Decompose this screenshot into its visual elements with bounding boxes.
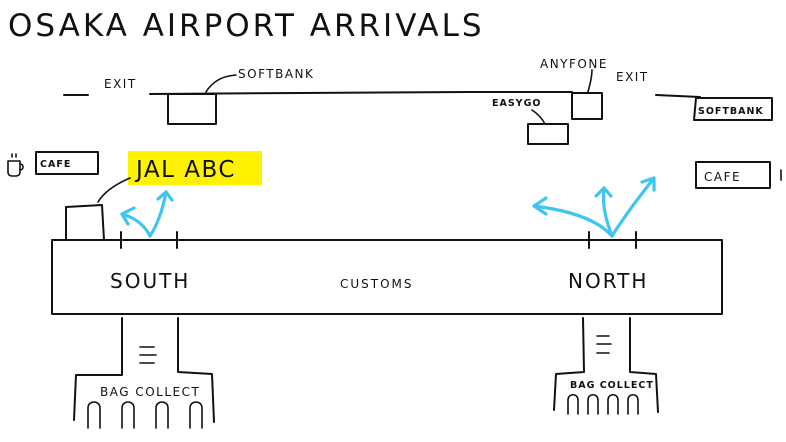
cafe-right-booth: [695, 161, 771, 189]
north-flow-arrows: [532, 176, 656, 238]
jal-abc-booth: [65, 204, 105, 241]
north-label: NORTH: [568, 269, 648, 293]
softbank-right-label: SOFTBANK: [698, 106, 764, 117]
customs-label: CUSTOMS: [340, 277, 414, 291]
south-carousels: [87, 401, 203, 429]
softbank-top-pointer: [205, 74, 237, 93]
coffee-cup-icon: [7, 153, 24, 177]
page-title: OSAKA AIRPORT ARRIVALS: [8, 8, 485, 44]
anyfone-booth: [571, 92, 603, 120]
bag-collect-right-label: BAG COLLECT: [570, 380, 654, 391]
north-baggage-belt: [553, 317, 659, 413]
exit-left-label: EXIT: [104, 77, 137, 91]
customs-hall: [51, 239, 723, 315]
softbank-top-booth: [167, 93, 217, 125]
bag-collect-left-label: BAG COLLECT: [100, 385, 200, 399]
jal-abc-pointer: [97, 177, 131, 203]
exit-right-label: EXIT: [616, 70, 649, 84]
south-baggage-belt: [73, 317, 215, 423]
jal-abc-label: JAL ABC: [134, 157, 236, 183]
easygo-booth: [527, 123, 569, 145]
cafe-right-label: CAFE: [704, 170, 741, 184]
anyfone-label: ANYFONE: [540, 57, 608, 71]
south-flow-arrows: [120, 190, 174, 238]
south-label: SOUTH: [110, 269, 190, 293]
anyfone-pointer: [587, 69, 593, 93]
easygo-pointer: [531, 109, 546, 125]
easygo-label: EASYGO: [492, 98, 541, 109]
cafe-left-label: CAFE: [40, 159, 71, 170]
cafe-left-booth: [35, 151, 99, 175]
softbank-right-booth: [693, 97, 773, 121]
terminal-wall-right: [655, 94, 701, 98]
jal-abc-highlight: [128, 151, 262, 185]
softbank-top-label: SOFTBANK: [238, 67, 314, 81]
terminal-wall-main: [149, 91, 573, 95]
north-carousels: [567, 393, 639, 415]
